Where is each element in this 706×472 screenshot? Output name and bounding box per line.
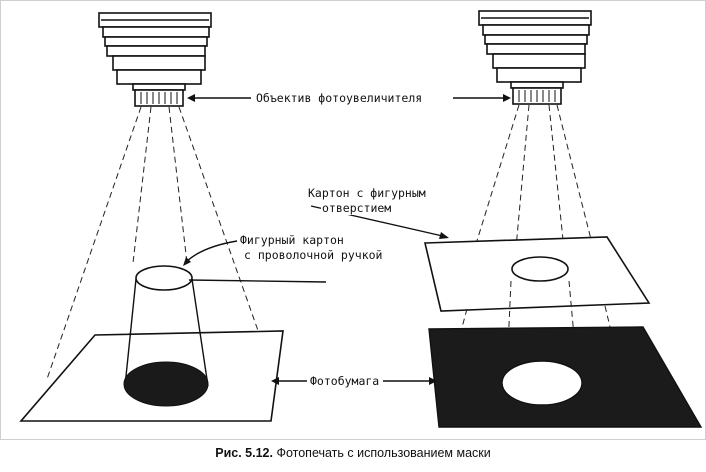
- left-shaped-card: [123, 265, 327, 407]
- photo-paper-label-arrows: [271, 377, 437, 385]
- shaped-card-label-line2: с проволочной ручкой: [243, 248, 384, 262]
- card-with-hole-label-line1: Картон с фигурным: [307, 186, 427, 200]
- card-with-hole-label-line2: отверстием: [321, 201, 393, 215]
- right-enlarger-head: [478, 10, 592, 83]
- diagram-canvas: .ln { stroke:#111; stroke-width:1.4; fil…: [19, 10, 703, 428]
- left-dark-spot: [123, 361, 209, 407]
- photo-paper-label: Фотобумага: [309, 374, 381, 388]
- lens-label-arrows: [187, 94, 511, 102]
- figure-caption: Рис. 5.12. Фотопечать с использованием м…: [0, 446, 706, 460]
- right-enlarger-lens: [510, 81, 564, 105]
- figure-diagram: .ln { stroke:#111; stroke-width:1.4; fil…: [0, 0, 706, 440]
- shaped-card-label-line1: Фигурный картон: [239, 233, 345, 247]
- shaped-card-leader: [183, 240, 238, 266]
- left-light-cone: [46, 106, 274, 380]
- wire-handle: [188, 279, 327, 283]
- left-enlarger-head: [98, 12, 212, 85]
- right-card-with-hole: [423, 236, 651, 312]
- right-photo-paper: [428, 326, 703, 428]
- lens-label: Объектив фотоувеличителя: [255, 91, 424, 105]
- caption-number: Рис. 5.12.: [215, 446, 273, 460]
- caption-text: Фотопечать с использованием маски: [276, 446, 491, 460]
- left-enlarger-lens: [132, 83, 186, 107]
